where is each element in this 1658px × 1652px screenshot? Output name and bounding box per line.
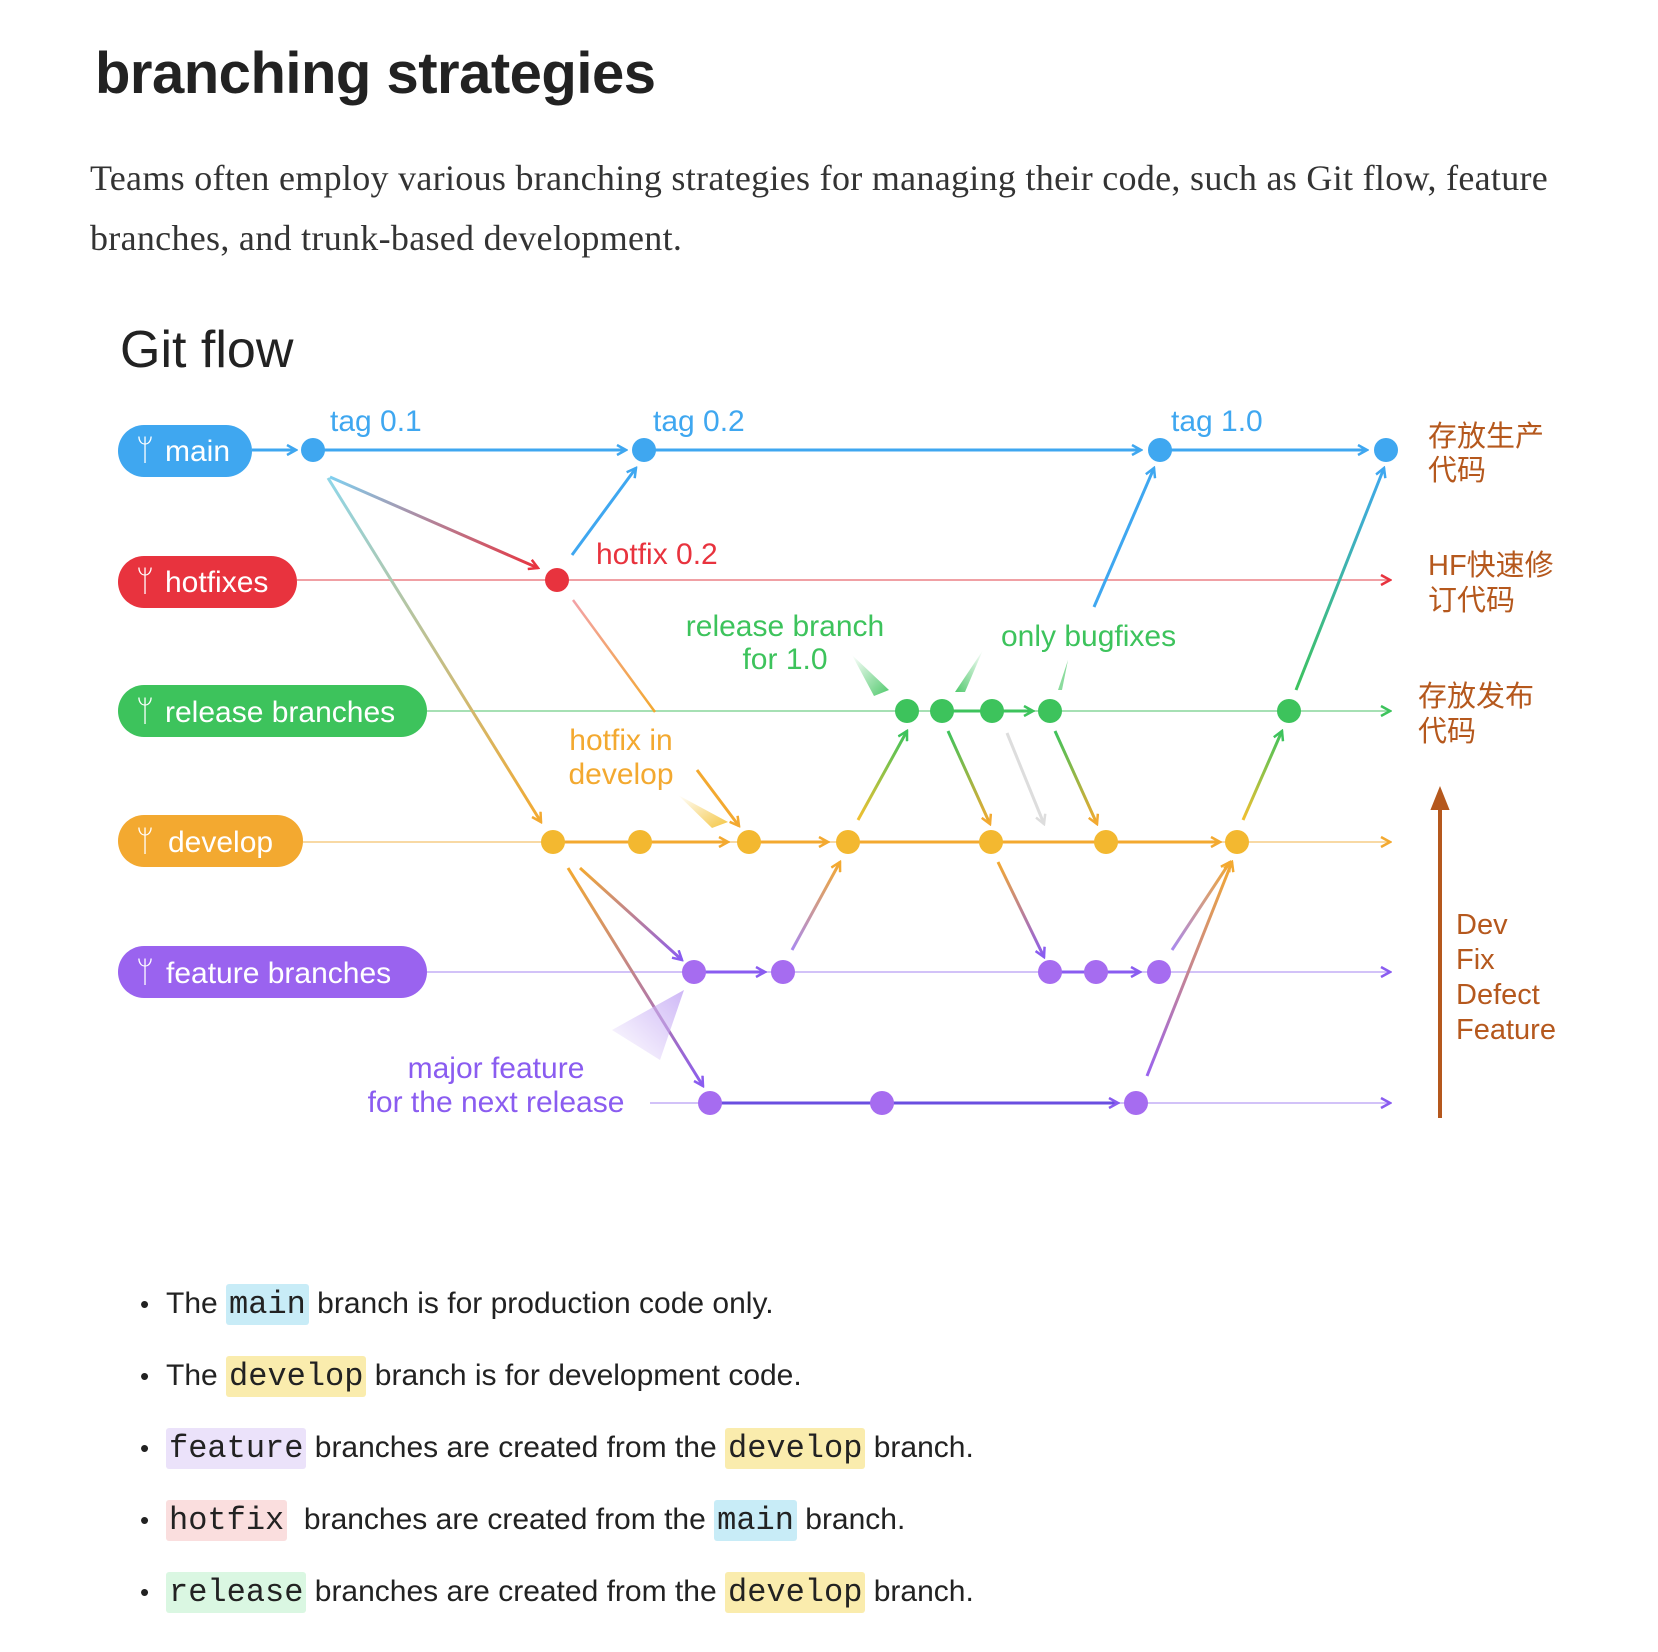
label-tag10: tag 1.0: [1171, 405, 1263, 438]
commit-feature: [1084, 960, 1108, 984]
commit-release: [1277, 699, 1301, 723]
flow-arrows: [326, 468, 1384, 1086]
label-only-bugfixes: only bugfixes: [1001, 620, 1176, 653]
branch-icon: ᛘ: [136, 956, 154, 989]
branch-icon: ᛘ: [136, 565, 154, 598]
commit-main-tag01: [301, 438, 325, 462]
bullet-dot: •: [140, 1576, 150, 1607]
commit-release: [980, 699, 1004, 723]
list-item: • The main branch is for production code…: [140, 1283, 774, 1325]
label-major-feature-1: major feature: [408, 1052, 585, 1085]
annotation-main-2: 代码: [1428, 455, 1486, 487]
annotation-priority-3: Feature: [1456, 1014, 1556, 1046]
commit-nodes: [301, 438, 1398, 1115]
label-hotfix-in-2: develop: [568, 758, 673, 791]
branch-label-feature: feature branches: [166, 957, 391, 990]
git-flow-diagram: Git flow: [118, 321, 1556, 1119]
branch-label-release: release branches: [165, 696, 395, 729]
list-item: • feature branches are created from the …: [140, 1427, 974, 1469]
code-release: release: [166, 1571, 307, 1613]
branch-pill-hotfixes: ᛘ hotfixes: [118, 556, 297, 608]
branch-pill-feature: ᛘ feature branches: [118, 946, 427, 998]
list-item: • release branches are created from the …: [140, 1571, 974, 1613]
list-item: • The develop branch is for development …: [140, 1355, 802, 1397]
callouts: [612, 650, 1068, 1060]
bullet-dot: •: [140, 1504, 150, 1535]
commit-develop: [541, 830, 565, 854]
list-item: • hotfix branches are created from the m…: [140, 1499, 906, 1541]
label-hotfix-in-1: hotfix in: [569, 724, 672, 757]
commit-main-end: [1374, 438, 1398, 462]
commit-major: [698, 1091, 722, 1115]
code-main: main: [226, 1283, 309, 1325]
commit-release: [1038, 699, 1062, 723]
annotation-release-1: 存放发布: [1418, 680, 1534, 713]
commit-release: [930, 699, 954, 723]
commit-develop: [836, 830, 860, 854]
commit-main-tag10: [1148, 438, 1172, 462]
branch-pill-main: ᛘ main: [118, 425, 252, 477]
annotation-main-1: 存放生产: [1428, 420, 1544, 453]
branch-pill-release: ᛘ release branches: [118, 685, 427, 737]
code-main: main: [714, 1499, 797, 1541]
label-release-branch-1: release branch: [686, 610, 884, 643]
bullet-dot: •: [140, 1288, 150, 1319]
code-develop: develop: [226, 1355, 367, 1397]
code-develop: develop: [724, 1571, 866, 1613]
annotation-priority-1: Fix: [1456, 944, 1495, 976]
label-major-feature-2: for the next release: [368, 1086, 625, 1119]
commit-feature: [1147, 960, 1171, 984]
page-title: branching strategies: [95, 41, 656, 106]
branch-label-hotfixes: hotfixes: [165, 566, 268, 599]
label-tag02: tag 0.2: [653, 405, 745, 438]
label-release-branch-2: for 1.0: [742, 643, 827, 676]
commit-major: [870, 1091, 894, 1115]
branch-pill-develop: ᛘ develop: [118, 815, 303, 867]
code-develop: develop: [724, 1427, 866, 1469]
branch-label-main: main: [165, 435, 230, 468]
label-hotfix02: hotfix 0.2: [596, 538, 718, 571]
commit-develop: [628, 830, 652, 854]
commit-release: [895, 699, 919, 723]
commit-hotfix-02: [545, 568, 569, 592]
bullet-dot: •: [140, 1360, 150, 1391]
annotation-release-2: 代码: [1418, 716, 1476, 748]
annotation-priority-2: Defect: [1456, 979, 1540, 1011]
code-feature: feature: [166, 1427, 307, 1469]
commit-develop: [979, 830, 1003, 854]
diagram-title: Git flow: [120, 321, 294, 379]
commit-feature: [682, 960, 706, 984]
commit-feature: [1038, 960, 1062, 984]
branch-icon: ᛘ: [136, 825, 154, 858]
label-tag01: tag 0.1: [330, 405, 422, 438]
commit-develop: [737, 830, 761, 854]
intro-paragraph: Teams often employ various branching str…: [90, 158, 1549, 258]
annotation-hotfix-2: 订代码: [1428, 585, 1515, 617]
branch-icon: ᛘ: [136, 695, 154, 728]
commit-develop: [1094, 830, 1118, 854]
branch-icon: ᛘ: [136, 434, 154, 467]
bullet-dot: •: [140, 1432, 150, 1463]
code-hotfix: hotfix: [166, 1499, 288, 1541]
commit-major: [1124, 1091, 1148, 1115]
bullet-list: • The main branch is for production code…: [140, 1268, 974, 1628]
commit-feature: [771, 960, 795, 984]
branch-label-develop: develop: [168, 826, 273, 859]
commit-develop: [1225, 830, 1249, 854]
annotation-hotfix-1: HF快速修: [1428, 549, 1554, 582]
annotation-priority-0: Dev: [1456, 909, 1508, 941]
commit-main-tag02: [632, 438, 656, 462]
